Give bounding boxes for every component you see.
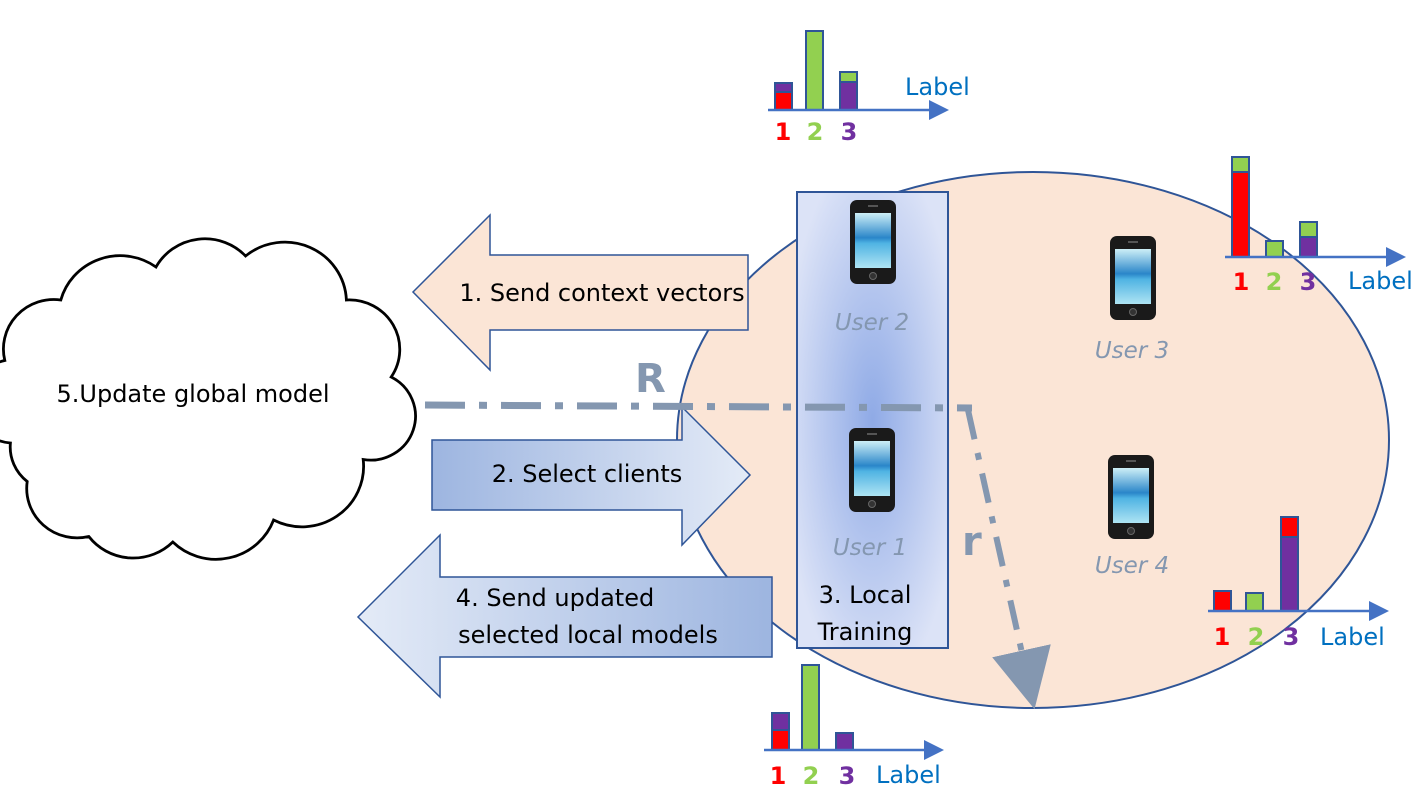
bar-label-3-segment-1	[1299, 236, 1318, 258]
tick-label: 3	[1283, 623, 1300, 651]
bar-label-1-segment-1	[1213, 590, 1232, 612]
radius-R-line	[424, 401, 973, 412]
send-updated-label-line2: selected local models	[458, 621, 718, 649]
bar-label-3-segment-1	[1280, 536, 1299, 612]
tick-label: 1	[770, 762, 787, 790]
user-1-phone-icon	[849, 428, 895, 512]
cloud-label: 5.Update global model	[57, 380, 330, 408]
server-cloud	[0, 237, 417, 561]
bar-label-3-segment-2	[1299, 221, 1318, 238]
axis-label: Label	[1348, 267, 1413, 295]
user-2-label: User 2	[835, 310, 909, 336]
axis-label: Label	[1320, 623, 1385, 651]
user-4-label: User 4	[1095, 553, 1169, 579]
tick-label: 2	[803, 762, 820, 790]
axis-label: Label	[876, 761, 941, 789]
user-3-label: User 3	[1095, 338, 1169, 364]
send-context-label: 1. Send context vectors	[459, 279, 744, 307]
tick-label: 1	[1214, 623, 1231, 651]
radius-R-label: R	[635, 356, 666, 402]
bar-label-1-segment-1	[774, 91, 793, 111]
select-clients-arrow	[431, 405, 752, 547]
bar-label-1-segment-2	[1231, 156, 1250, 173]
bar-label-1-segment-1	[1231, 171, 1250, 258]
bar-label-1-segment-2	[774, 82, 793, 93]
bar-label-2-segment-1	[805, 30, 824, 111]
send-updated-label-line1: 4. Send updated	[456, 584, 654, 612]
tick-label: 2	[807, 118, 824, 146]
axis-label: Label	[905, 73, 970, 101]
bar-label-2-segment-1	[1245, 592, 1264, 612]
local-training-line1: 3. Local	[819, 581, 912, 609]
user-4-phone-icon	[1108, 455, 1154, 539]
send-context-arrow	[411, 213, 749, 372]
bar-label-1-segment-1	[771, 729, 790, 751]
radius-r-line	[965, 409, 1051, 710]
local-training-line2: Training	[817, 618, 913, 646]
select-clients-label: 2. Select clients	[492, 460, 683, 488]
user-3-phone-icon	[1110, 236, 1156, 320]
tick-label: 1	[1233, 268, 1250, 296]
user-2-phone-icon	[850, 200, 896, 284]
bar-label-3-segment-2	[839, 71, 858, 83]
tick-label: 2	[1266, 268, 1283, 296]
bar-label-3-segment-2	[1280, 516, 1299, 538]
bar-label-3-segment-1	[839, 81, 858, 111]
user-1-label: User 1	[833, 535, 907, 561]
bar-label-2-segment-1	[801, 664, 820, 751]
tick-label: 3	[839, 762, 856, 790]
tick-label: 1	[775, 118, 792, 146]
bar-label-2-segment-1	[1265, 240, 1284, 258]
tick-label: 2	[1248, 623, 1265, 651]
bar-label-1-segment-2	[771, 712, 790, 731]
tick-label: 3	[1300, 268, 1317, 296]
tick-label: 3	[841, 118, 858, 146]
radius-r-label: r	[962, 519, 982, 565]
bar-label-3-segment-1	[835, 732, 854, 751]
send-updated-arrow	[356, 533, 773, 699]
